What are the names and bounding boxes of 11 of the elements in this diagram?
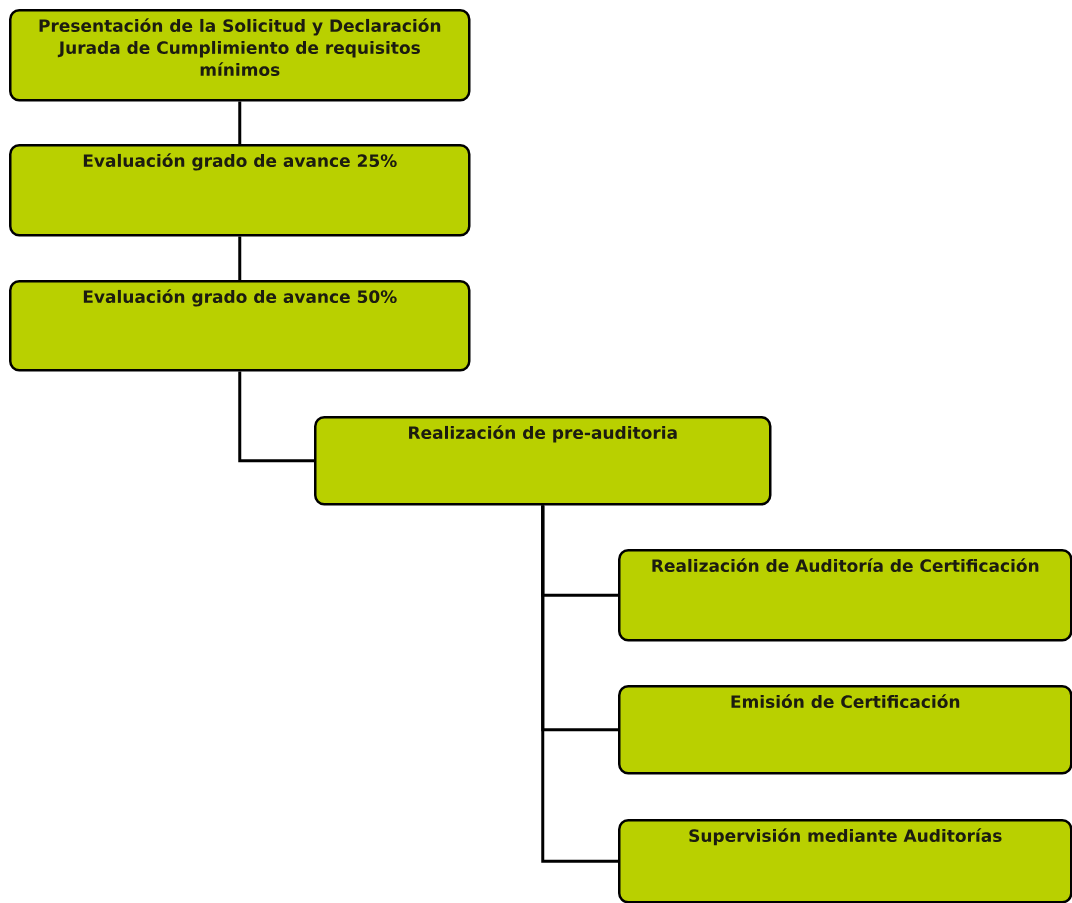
- connector-line: [238, 101, 242, 144]
- connector-line: [541, 505, 618, 863]
- process-box: Realización de pre-auditoria: [314, 416, 772, 506]
- process-box: Supervisión mediante Auditorías: [618, 819, 1072, 903]
- process-box: Realización de Auditoría de Certificación: [618, 549, 1072, 642]
- process-box: Evaluación grado de avance 50%: [9, 280, 471, 372]
- process-box: Presentación de la Solicitud y Declaración Jurada de Cumplimiento de requisitos mínimos: [9, 9, 471, 102]
- connector-line: [238, 371, 314, 463]
- connector-line: [238, 236, 242, 280]
- process-box: Evaluación grado de avance 25%: [9, 144, 471, 237]
- process-box: Emisión de Certificación: [618, 685, 1072, 775]
